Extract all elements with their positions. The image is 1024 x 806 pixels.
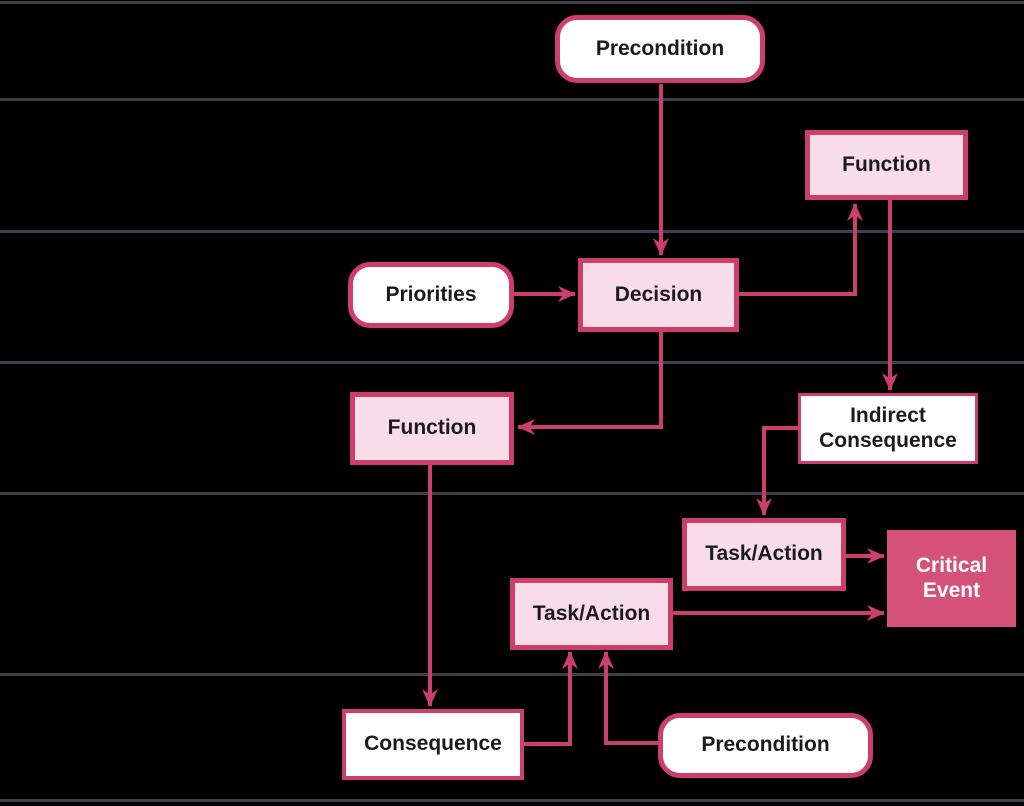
- node-function-left: Function: [350, 392, 514, 465]
- node-decision-label: Decision: [614, 282, 703, 306]
- lane-separator: [0, 492, 1024, 495]
- node-precondition-bottom-label: Precondition: [701, 733, 830, 757]
- node-critical-event-label: Critical Event: [915, 553, 988, 602]
- edge-decision-to-function-right: [738, 203, 863, 296]
- edge-indirect-consequence-to-task-action-upper: [756, 426, 798, 516]
- edge-consequence-to-task-action-lower: [523, 651, 578, 746]
- node-task-action-lower-label: Task/Action: [532, 601, 651, 625]
- edge-decision-to-function-left: [517, 331, 663, 435]
- node-indirect-consequence-label: Indirect Consequence: [819, 403, 957, 452]
- node-priorities: Priorities: [348, 262, 514, 328]
- node-precondition-top: Precondition: [555, 15, 765, 83]
- node-task-action-upper-label: Task/Action: [705, 542, 823, 566]
- node-priorities-label: Priorities: [385, 282, 477, 306]
- node-decision: Decision: [578, 258, 739, 332]
- node-function-right-label: Function: [842, 152, 931, 176]
- node-consequence-label: Consequence: [364, 732, 502, 756]
- lane-separator: [0, 799, 1024, 802]
- edge-precondition-bottom-to-task-action-lower: [598, 651, 658, 745]
- node-task-action-upper: Task/Action: [682, 518, 846, 591]
- node-indirect-consequence: Indirect Consequence: [798, 393, 978, 464]
- lane-separator: [0, 361, 1024, 364]
- node-precondition-top-label: Precondition: [595, 36, 725, 60]
- lane-separator: [0, 230, 1024, 233]
- node-critical-event: Critical Event: [887, 530, 1016, 627]
- node-precondition-bottom: Precondition: [658, 713, 873, 778]
- node-function-right: Function: [805, 130, 968, 200]
- lane-separator: [0, 1, 1024, 4]
- node-consequence: Consequence: [342, 709, 524, 780]
- node-function-left-label: Function: [387, 416, 477, 440]
- lane-separator: [0, 98, 1024, 101]
- node-task-action-lower: Task/Action: [510, 578, 673, 650]
- lane-separator: [0, 673, 1024, 676]
